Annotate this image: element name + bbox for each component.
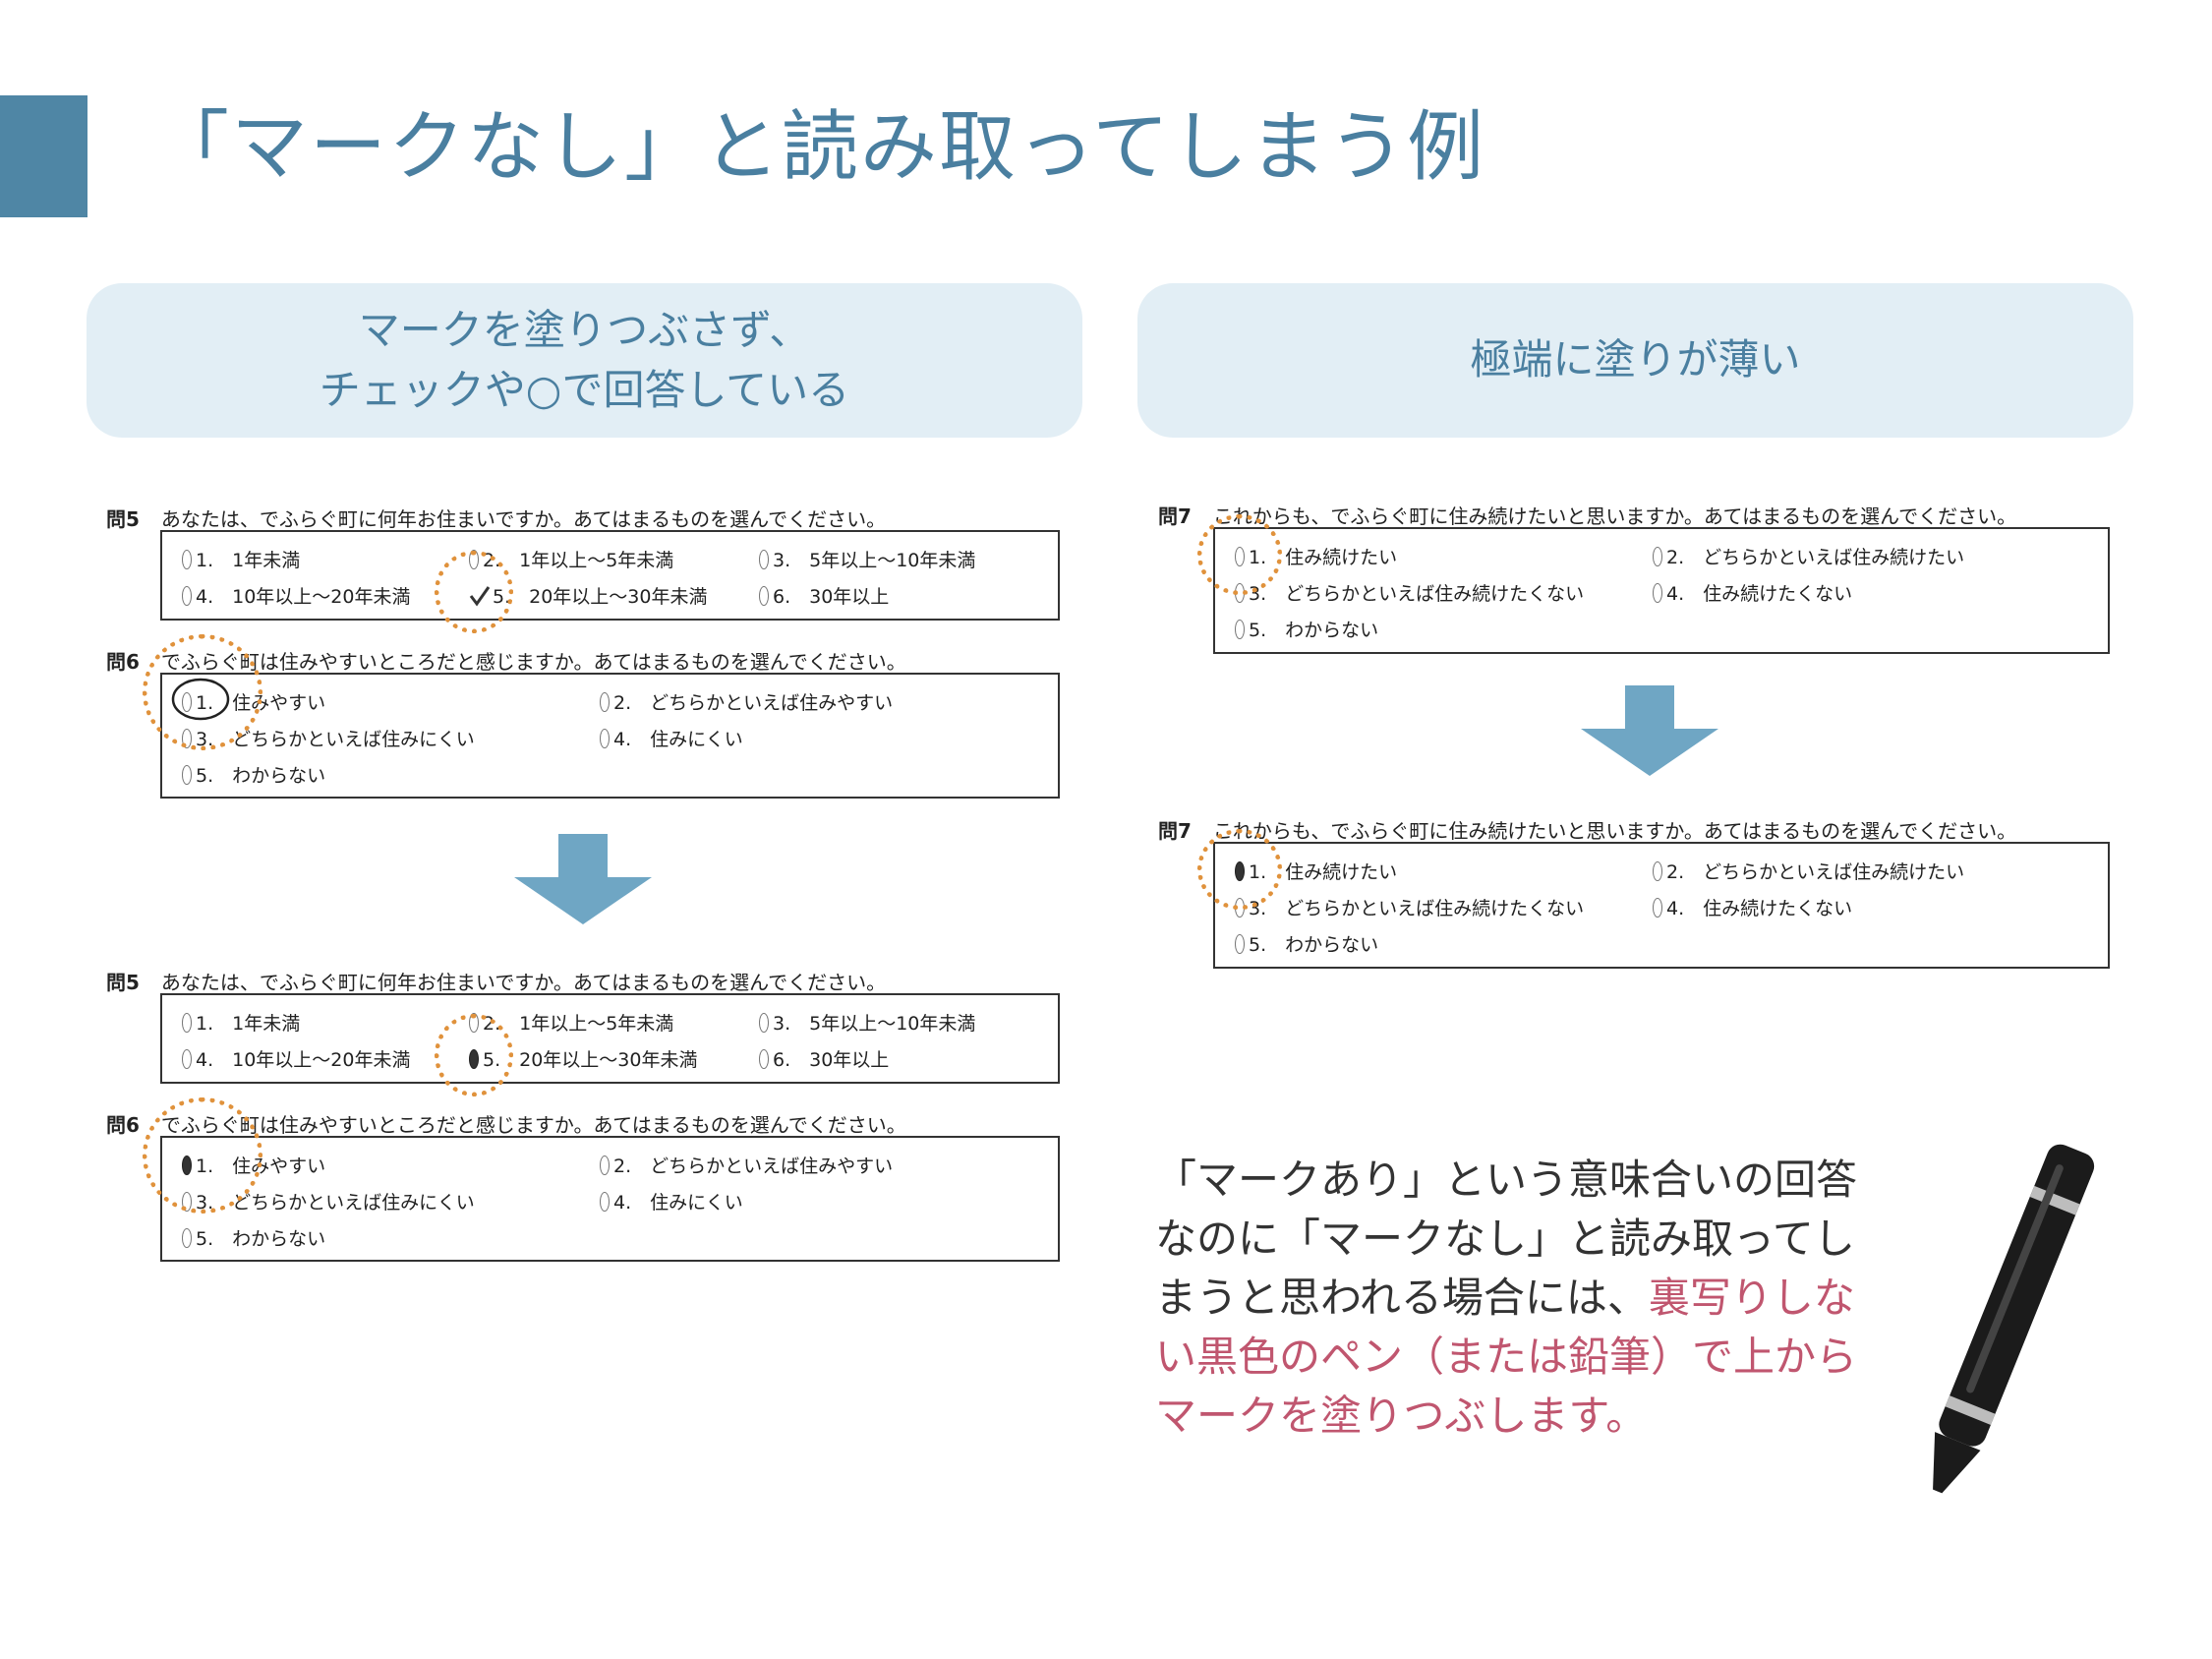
q6-box (160, 673, 1060, 799)
explanation-normal: 「マークあり」という意味合いの回答なのに「マークなし」と読み取ってしまうと思われ… (1155, 1155, 1858, 1322)
bubble[interactable] (759, 1012, 769, 1033)
q7-heading: 問7 これからも、でふらぐ町に住み続けたいと思いますか。あてはまるものを選んでくだ… (1158, 501, 2016, 529)
q5-option-4[interactable]: 4. 10年以上～20年未満 (182, 582, 410, 609)
q7-number: 問7 (1158, 819, 1192, 843)
q7-heading: 問7 これからも、でふらぐ町に住み続けたいと思いますか。あてはまるものを選んでくだ… (1158, 815, 2016, 844)
highlight-circle (435, 1014, 513, 1096)
down-arrow-icon (514, 834, 652, 924)
highlight-circle (1197, 514, 1282, 595)
bubble[interactable] (759, 1048, 769, 1069)
bubble[interactable] (1653, 897, 1662, 918)
q5-option-3[interactable]: 3. 5年以上～10年未満 (759, 546, 975, 572)
explanation-highlight: 裏写りしない黒色のペン（または鉛筆）で上からマークを塗りつぶします。 (1155, 1274, 1858, 1440)
bubble[interactable] (182, 549, 192, 569)
bubble[interactable] (182, 1048, 192, 1069)
q6-option-2[interactable]: 2. どちらかといえば住みやすい (600, 688, 893, 715)
q7-option-3[interactable]: 3. どちらかといえば住み続けたくない (1235, 894, 1584, 920)
q6-heading: 問6 でふらぐ町は住みやすいところだと感じますか。あてはまるものを選んでください。 (106, 646, 906, 675)
explanation-text: 「マークあり」という意味合いの回答なのに「マークなし」と読み取ってしまうと思われ… (1155, 1151, 1863, 1446)
bubble[interactable] (1653, 582, 1662, 603)
bubble[interactable] (1653, 546, 1662, 566)
bubble[interactable] (600, 691, 610, 712)
q6-number: 問6 (106, 650, 140, 674)
q5-option-4[interactable]: 4. 10年以上～20年未満 (182, 1045, 410, 1072)
bubble[interactable] (759, 585, 769, 606)
q6-number: 問6 (106, 1113, 140, 1137)
bubble[interactable] (182, 1012, 192, 1033)
q6-option-5[interactable]: 5. わからない (182, 761, 325, 788)
q5-text: あなたは、でふらぐ町に何年お住まいですか。あてはまるものを選んでください。 (160, 971, 887, 994)
q6-box (160, 1136, 1060, 1262)
bubble[interactable] (182, 585, 192, 606)
q7-number: 問7 (1158, 504, 1192, 528)
bubble[interactable] (759, 549, 769, 569)
highlight-circle (143, 1097, 262, 1214)
q7-option-4[interactable]: 4. 住み続けたくない (1653, 894, 1852, 920)
right-heading-pill: 極端に塗りが薄い (1137, 283, 2133, 438)
title-accent-bar (0, 95, 87, 217)
bubble[interactable] (600, 1155, 610, 1175)
bubble[interactable] (182, 764, 192, 785)
q5-heading: 問5 あなたは、でふらぐ町に何年お住まいですか。あてはまるものを選んでください。 (106, 504, 886, 532)
bubble[interactable] (600, 728, 610, 748)
bubble[interactable] (1653, 860, 1662, 881)
q6-option-4[interactable]: 4. 住みにくい (600, 1188, 743, 1215)
q7-option-2[interactable]: 2. どちらかといえば住み続けたい (1653, 858, 1964, 884)
q6-option-4[interactable]: 4. 住みにくい (600, 725, 743, 751)
q5-text: あなたは、でふらぐ町に何年お住まいですか。あてはまるものを選んでください。 (160, 507, 887, 531)
bubble[interactable] (1235, 933, 1245, 954)
highlight-circle (1197, 829, 1282, 910)
q6-text: でふらぐ町は住みやすいところだと感じますか。あてはまるものを選んでください。 (160, 1113, 906, 1137)
bubble[interactable] (1235, 619, 1245, 639)
q5-option-6[interactable]: 6. 30年以上 (759, 582, 889, 609)
q7-option-5[interactable]: 5. わからない (1235, 616, 1378, 642)
left-heading-line2: チェックや○で回答している (319, 365, 850, 414)
bubble[interactable] (182, 1227, 192, 1248)
q7-option-5[interactable]: 5. わからない (1235, 930, 1378, 957)
q7-box (1213, 842, 2110, 969)
right-heading: 極端に塗りが薄い (1470, 335, 1801, 385)
highlight-circle (143, 634, 262, 750)
q5-option-1[interactable]: 1. 1年未満 (182, 546, 300, 572)
q7-option-2[interactable]: 2. どちらかといえば住み続けたい (1653, 543, 1964, 569)
q5-heading: 問5 あなたは、でふらぐ町に何年お住まいですか。あてはまるものを選んでください。 (106, 967, 886, 995)
left-heading-line1: マークを塗りつぶさず、 (358, 305, 811, 354)
page-title: 「マークなし」と読み取ってしまう例 (152, 103, 1486, 192)
bubble[interactable] (600, 1191, 610, 1212)
q5-number: 問5 (106, 507, 140, 531)
left-heading-pill: マークを塗りつぶさず、 チェックや○で回答している (87, 283, 1082, 438)
pen-icon (1933, 1144, 2095, 1494)
q7-option-4[interactable]: 4. 住み続けたくない (1653, 579, 1852, 606)
q5-box (160, 993, 1060, 1084)
q5-option-3[interactable]: 3. 5年以上～10年未満 (759, 1009, 975, 1036)
highlight-circle (435, 551, 513, 633)
q6-heading: 問6 でふらぐ町は住みやすいところだと感じますか。あてはまるものを選んでください。 (106, 1109, 906, 1138)
q5-box (160, 530, 1060, 621)
q6-option-5[interactable]: 5. わからない (182, 1224, 325, 1251)
q7-option-3[interactable]: 3. どちらかといえば住み続けたくない (1235, 579, 1584, 606)
down-arrow-icon (1581, 685, 1718, 776)
q7-box (1213, 527, 2110, 654)
q6-text: でふらぐ町は住みやすいところだと感じますか。あてはまるものを選んでください。 (160, 650, 906, 674)
q5-option-6[interactable]: 6. 30年以上 (759, 1045, 889, 1072)
q6-option-2[interactable]: 2. どちらかといえば住みやすい (600, 1152, 893, 1178)
q5-number: 問5 (106, 971, 140, 994)
q7-text: これからも、でふらぐ町に住み続けたいと思いますか。あてはまるものを選んでください… (1212, 819, 2017, 843)
q5-option-1[interactable]: 1. 1年未満 (182, 1009, 300, 1036)
q7-text: これからも、でふらぐ町に住み続けたいと思いますか。あてはまるものを選んでください… (1212, 504, 2017, 528)
